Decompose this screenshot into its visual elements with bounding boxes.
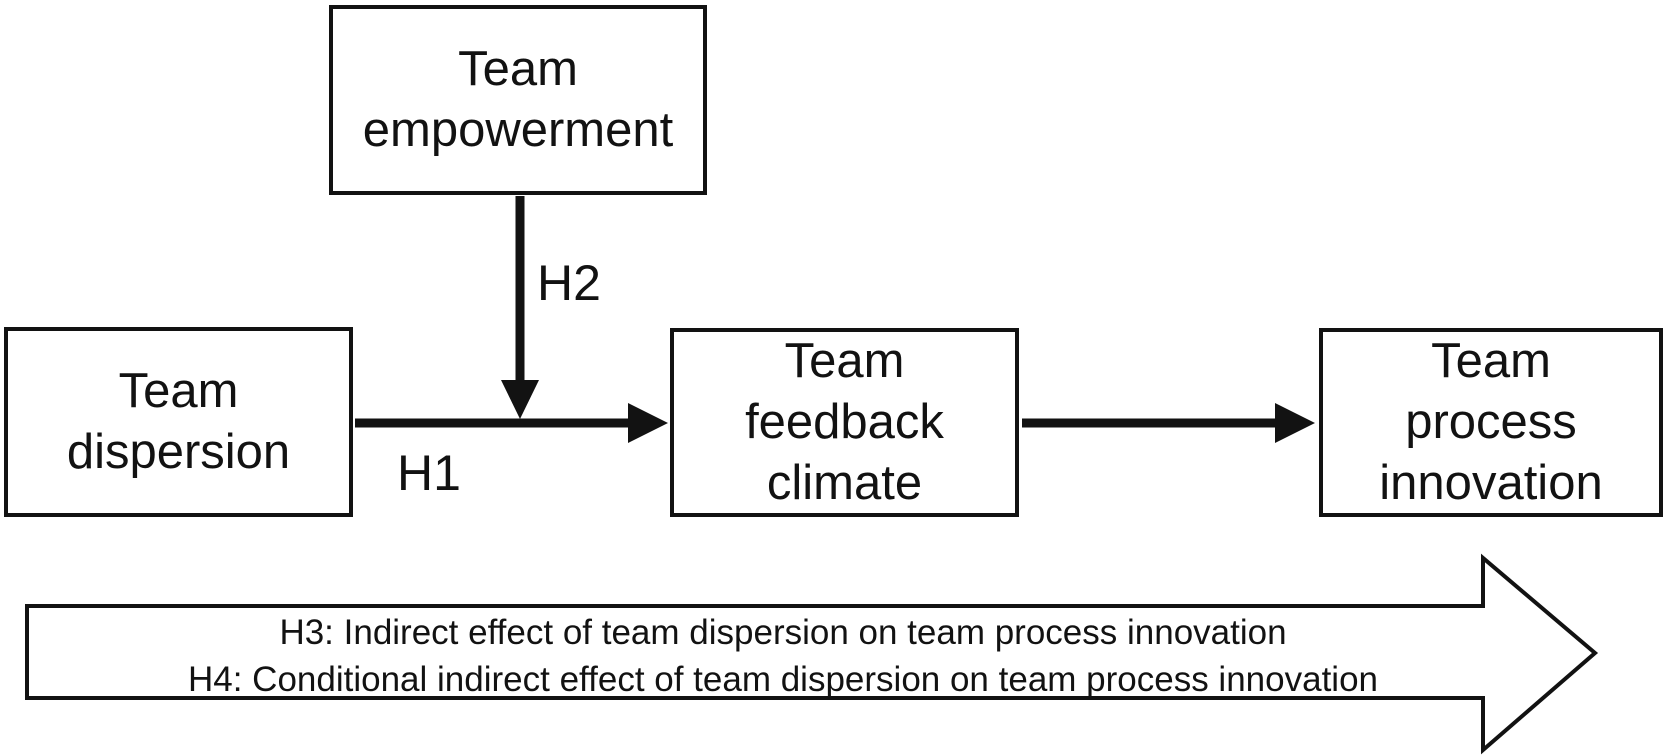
h1-path-label: H1 — [397, 445, 461, 501]
box-team-empowerment-label: Team empowerment — [362, 42, 674, 157]
box-team-process-innovation-label: Team process innovation — [1379, 334, 1603, 510]
box-team-empowerment: Team empowerment — [329, 5, 707, 195]
box-team-dispersion: Team dispersion — [4, 327, 353, 517]
box-team-feedback-climate: Team feedback climate — [670, 328, 1019, 517]
h4-hypothesis-text: H4: Conditional indirect effect of team … — [187, 660, 1379, 699]
summary-arrow-shape — [25, 553, 1599, 755]
h2-arrow — [501, 196, 539, 419]
box-team-feedback-climate-label: Team feedback climate — [745, 334, 944, 510]
box-team-process-innovation: Team process innovation — [1319, 328, 1663, 517]
summary-arrow-text: H3: Indirect effect of team dispersion o… — [80, 609, 1486, 703]
mediator-to-outcome-arrow — [1022, 403, 1315, 443]
box-team-dispersion-label: Team dispersion — [66, 364, 291, 479]
h2-path-label: H2 — [537, 255, 601, 311]
h1-arrow — [355, 403, 668, 443]
h3-hypothesis-text: H3: Indirect effect of team dispersion o… — [279, 613, 1287, 652]
